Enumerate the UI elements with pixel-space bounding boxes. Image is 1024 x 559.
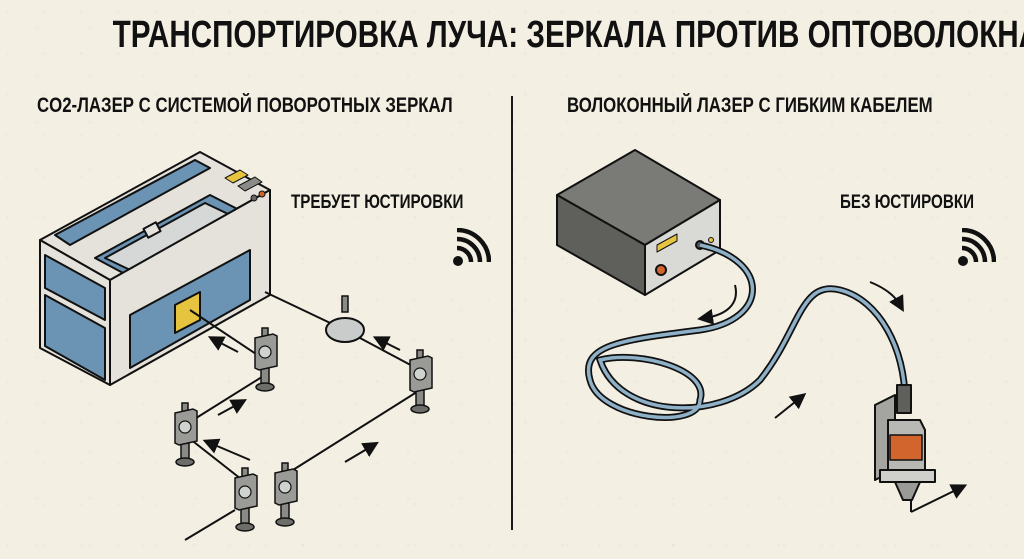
panel-divider xyxy=(511,96,513,530)
beam-path xyxy=(184,291,421,541)
laser-head xyxy=(874,384,936,501)
mirror-mount-5 xyxy=(274,462,298,527)
fiber-laser-source xyxy=(556,149,721,296)
fiber-cable xyxy=(585,241,909,421)
left-panel-heading: CO2-ЛАЗЕР С СИСТЕМОЙ ПОВОРОТНЫХ ЗЕРКАЛ xyxy=(37,94,453,117)
co2-laser-cutter xyxy=(39,151,271,386)
mirror-mount-4 xyxy=(234,467,258,532)
right-panel-heading: ВОЛОКОННЫЙ ЛАЗЕР С ГИБКИМ КАБЕЛЕМ xyxy=(567,94,933,117)
focusing-lens xyxy=(325,295,365,343)
mirror-mount-3 xyxy=(174,402,198,467)
left-panel-tag: ТРЕБУЕТ ЮСТИРОВКИ xyxy=(291,192,464,213)
right-panel-tag: БЕЗ ЮСТИРОВКИ xyxy=(840,192,975,213)
signal-waves-icon xyxy=(453,228,491,266)
mirror-mount-1 xyxy=(254,327,278,392)
mirror-mount-2 xyxy=(409,349,433,414)
page-title: ТРАНСПОРТИРОВКА ЛУЧА: ЗЕРКАЛА ПРОТИВ ОПТ… xyxy=(112,14,1024,56)
signal-waves-icon xyxy=(958,228,996,266)
